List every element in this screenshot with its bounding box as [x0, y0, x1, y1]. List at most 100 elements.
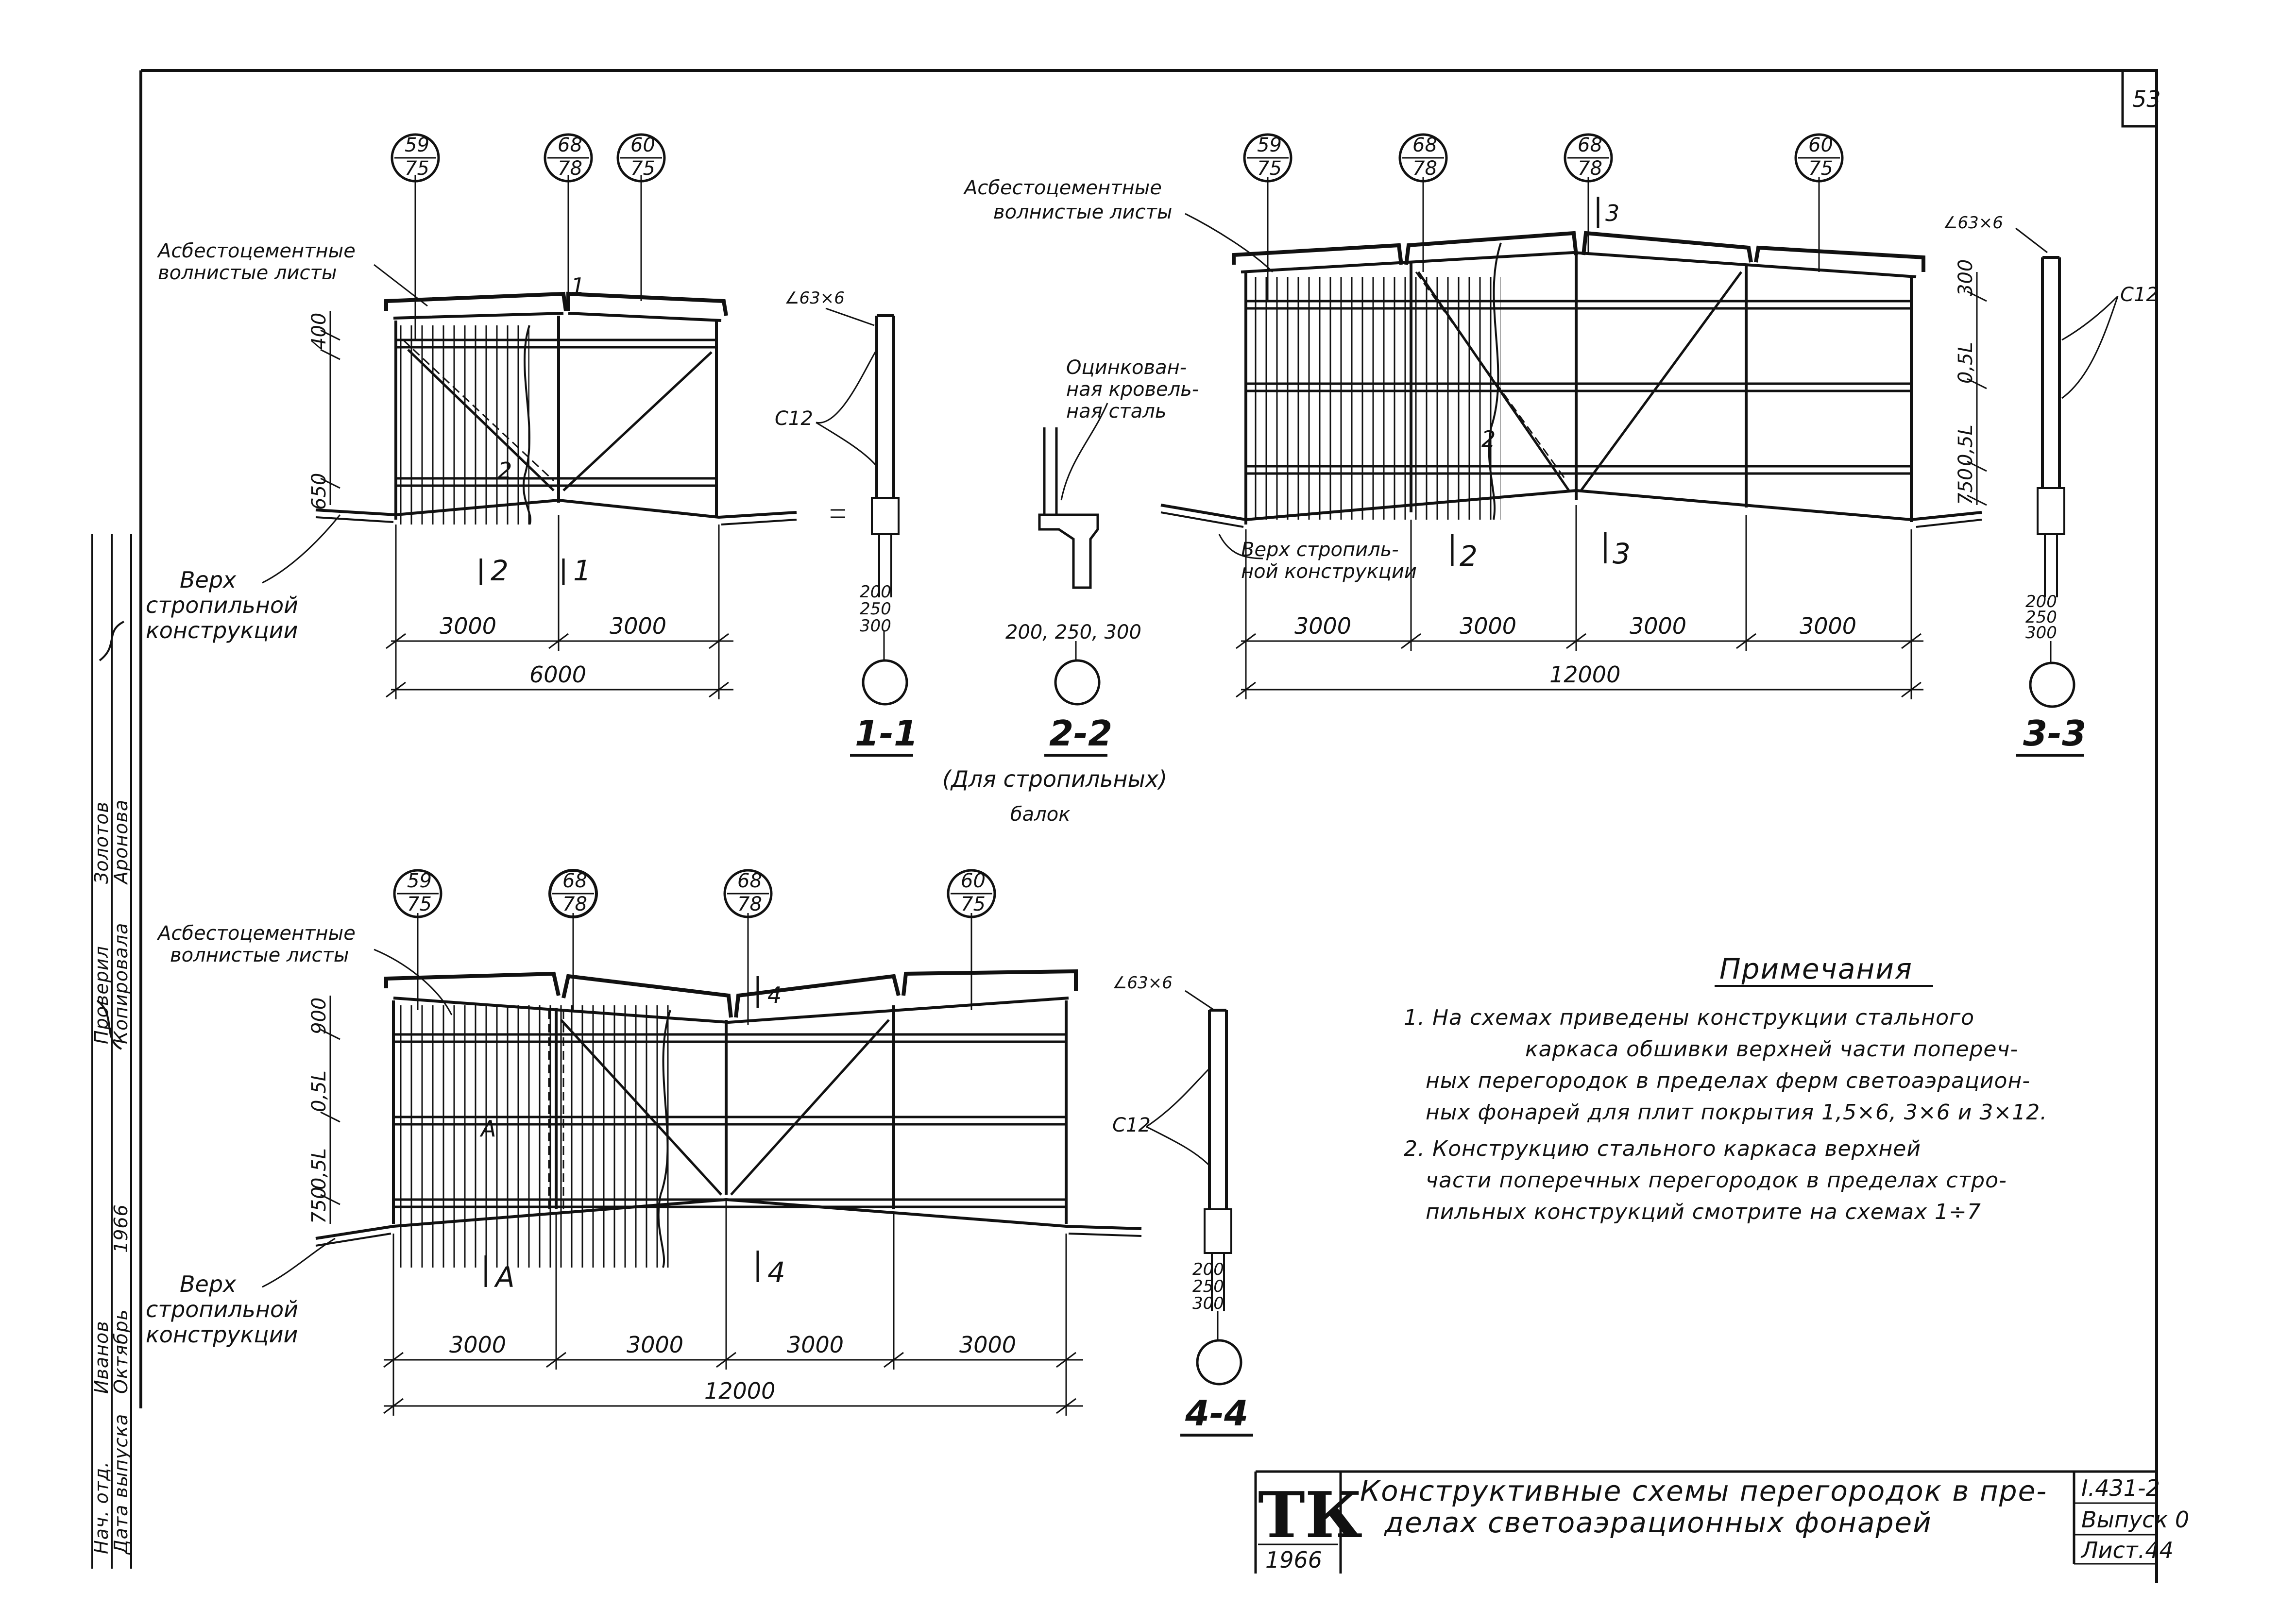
marker-59-75: 59 75 [393, 869, 442, 918]
marker-68-78: 68 78 [1398, 133, 1448, 183]
svg-text:3000: 3000 [627, 1332, 683, 1358]
svg-text:250: 250 [2025, 608, 2057, 627]
svg-text:68: 68 [1412, 134, 1437, 156]
svg-text:2: 2 [498, 457, 512, 484]
svg-text:2: 2 [1460, 540, 1479, 573]
signature-mark [96, 621, 124, 1050]
svg-text:пильных конструкций смотрите н: пильных конструкций смотрите на схемах 1… [1426, 1200, 1981, 1224]
asbestos-label-2: волнистые листы [158, 262, 337, 284]
stamp-month: Октябрь [110, 1309, 132, 1394]
marker-60-75: 60 75 [947, 869, 996, 918]
svg-text:1: 1 [573, 554, 592, 587]
svg-text:750: 750 [1955, 468, 1977, 505]
svg-text:68: 68 [1578, 134, 1602, 156]
svg-text:ная сталь: ная сталь [1066, 400, 1166, 423]
stamp-name-1: Иванов [91, 1320, 112, 1394]
svg-text:75: 75 [1257, 157, 1282, 180]
svg-text:300: 300 [1192, 1294, 1224, 1313]
svg-text:78: 78 [1578, 157, 1602, 180]
svg-text:60: 60 [1808, 134, 1833, 156]
svg-text:6000: 6000 [529, 661, 586, 688]
title-block: ТК 1966 Конструктивные схемы перегородок… [1254, 1470, 2189, 1574]
svg-text:75: 75 [1808, 157, 1833, 180]
marker-59-75: 59 75 [391, 133, 440, 183]
svg-text:1966: 1966 [1265, 1547, 1322, 1573]
svg-text:78: 78 [562, 893, 587, 915]
marker-60-75: 60 75 [1794, 133, 1844, 183]
svg-text:конструкции: конструкции [146, 617, 298, 643]
svg-text:60: 60 [961, 870, 986, 892]
svg-text:750: 750 [308, 1187, 330, 1224]
svg-text:балок: балок [1010, 803, 1070, 826]
svg-text:ТК: ТК [1258, 1478, 1362, 1552]
svg-text:0,5L: 0,5L [308, 1148, 330, 1190]
svg-text:ных фонарей для плит покрытия: ных фонарей для плит покрытия 1,5×6, 3×6… [1426, 1100, 2047, 1125]
svg-text:400: 400 [308, 313, 330, 350]
svg-text:волнистые листы: волнистые листы [170, 944, 349, 966]
section-2-2-label: 2-2 [1049, 713, 1112, 754]
stamp-year: 1966 [110, 1204, 132, 1253]
marker-68-78: 68 78 [544, 133, 593, 183]
svg-text:1: 1 [571, 273, 585, 299]
svg-text:900: 900 [308, 998, 330, 1034]
scheme-3-12m: 59 75 68 78 68 78 60 75 Асбестоцементные… [146, 869, 1142, 1416]
sheet-number: Лист.44 [2080, 1537, 2174, 1563]
notes-heading: Примечания [1719, 952, 1913, 985]
svg-text:68: 68 [737, 870, 762, 892]
issue-number: Выпуск 0 [2081, 1506, 2189, 1533]
svg-text:∠63×6: ∠63×6 [784, 288, 845, 308]
roof-top-label: Верх [180, 1271, 237, 1297]
scheme-1-6m: 59 75 68 78 60 75 Асбестоцементные волни… [146, 133, 797, 699]
svg-text:∠63×6: ∠63×6 [1112, 973, 1173, 993]
svg-text:78: 78 [737, 893, 762, 915]
svg-text:2: 2 [491, 554, 510, 587]
svg-text:ных перегородок в пределах фер: ных перегородок в пределах ферм светоаэр… [1426, 1068, 2030, 1093]
svg-text:59: 59 [1257, 134, 1282, 156]
roof-top-label: Верх [180, 567, 237, 593]
asbestos-label: Асбестоцементные [156, 240, 356, 262]
svg-text:75: 75 [630, 157, 655, 180]
svg-text:78: 78 [1412, 157, 1437, 180]
svg-text:200: 200 [860, 582, 891, 602]
svg-text:3000: 3000 [1294, 613, 1351, 639]
svg-text:200: 200 [2025, 592, 2057, 611]
svg-text:3000: 3000 [1800, 613, 1856, 639]
svg-text:3000: 3000 [610, 613, 666, 639]
section-4-4: ∠63×6 C12 200 250 300 4-4 [1112, 973, 1253, 1437]
section-3-3-label: 3-3 [2023, 713, 2086, 754]
svg-text:стропильной: стропильной [146, 592, 298, 618]
svg-text:75: 75 [407, 893, 432, 915]
svg-text:3000: 3000 [787, 1332, 844, 1358]
svg-text:4: 4 [767, 1256, 786, 1289]
rafter-note: (Для стропильных) [942, 766, 1167, 792]
svg-text:12000: 12000 [1549, 661, 1620, 688]
svg-text:стропильной: стропильной [146, 1296, 298, 1322]
svg-text:ной конструкции: ной конструкции [1241, 560, 1417, 583]
marker-59-75: 59 75 [1243, 133, 1293, 183]
svg-text:300: 300 [2025, 623, 2057, 643]
section-4-4-label: 4-4 [1185, 1393, 1248, 1434]
svg-text:А: А [479, 1116, 496, 1142]
stamp-date-label: Дата выпуска [110, 1414, 132, 1555]
svg-text:3000: 3000 [1630, 613, 1686, 639]
stamp-role-1: Нач. отд. [91, 1461, 112, 1554]
svg-text:650: 650 [308, 473, 330, 510]
pier-dims-inline: 200, 250, 300 [1005, 621, 1141, 643]
svg-text:0,5L: 0,5L [1955, 424, 1977, 466]
note-2-line-1: 2. Конструкцию стального каркаса верхней [1404, 1136, 1921, 1161]
svg-text:C12: C12 [775, 407, 813, 430]
svg-text:А: А [493, 1261, 516, 1294]
marker-68-78: 68 78 [723, 869, 773, 918]
marker-68-78: 68 78 [548, 869, 598, 918]
svg-text:∠63×6: ∠63×6 [1943, 213, 2003, 233]
svg-text:части поперечных перегородок в: части поперечных перегородок в пределах … [1426, 1168, 2007, 1193]
svg-text:конструкции: конструкции [146, 1321, 298, 1348]
section-3-3: ∠63×6 C12 200 250 300 3-3 [1943, 213, 2159, 757]
marker-60-75: 60 75 [616, 133, 666, 183]
section-1-1: ∠63×6 C12 200 250 300 1-1 [775, 288, 918, 757]
svg-text:0,5L: 0,5L [308, 1070, 330, 1112]
svg-text:3000: 3000 [959, 1332, 1016, 1358]
svg-text:250: 250 [860, 599, 891, 619]
svg-text:0,5L: 0,5L [1955, 342, 1977, 384]
